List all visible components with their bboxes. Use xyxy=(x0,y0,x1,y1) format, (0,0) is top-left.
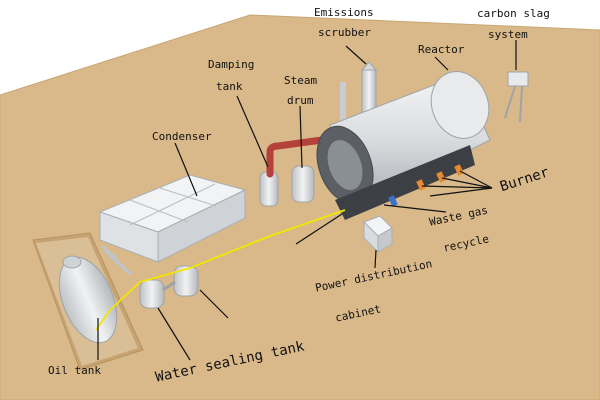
label-emissions-scrubber-line2: scrubber xyxy=(318,26,371,39)
label-carbon-slag-line1: carbon slag xyxy=(477,7,550,20)
label-condenser: Condenser xyxy=(152,130,212,143)
label-oil-tank: Oil tank xyxy=(48,364,101,377)
label-emissions-scrubber-line1: Emissions xyxy=(314,6,374,19)
label-steam-drum-line2: drum xyxy=(287,94,314,107)
control-signal-line xyxy=(95,209,346,331)
label-steam-drum-line1: Steam xyxy=(284,74,318,87)
label-carbon-slag-line2: system xyxy=(488,28,528,41)
steam-drum xyxy=(291,165,315,203)
label-reactor: Reactor xyxy=(418,43,465,56)
burners xyxy=(388,164,464,207)
red-gas-pipe xyxy=(266,136,326,178)
label-damping-tank-line2: tank xyxy=(216,80,243,93)
carbon-slag-system xyxy=(504,71,529,123)
callout-lines xyxy=(97,40,517,361)
label-damping-tank-line1: Damping xyxy=(208,58,255,71)
water-sealing-tanks xyxy=(139,265,199,309)
condenser xyxy=(98,174,247,276)
reactor xyxy=(316,71,491,220)
power-distribution-cabinet xyxy=(363,215,393,254)
